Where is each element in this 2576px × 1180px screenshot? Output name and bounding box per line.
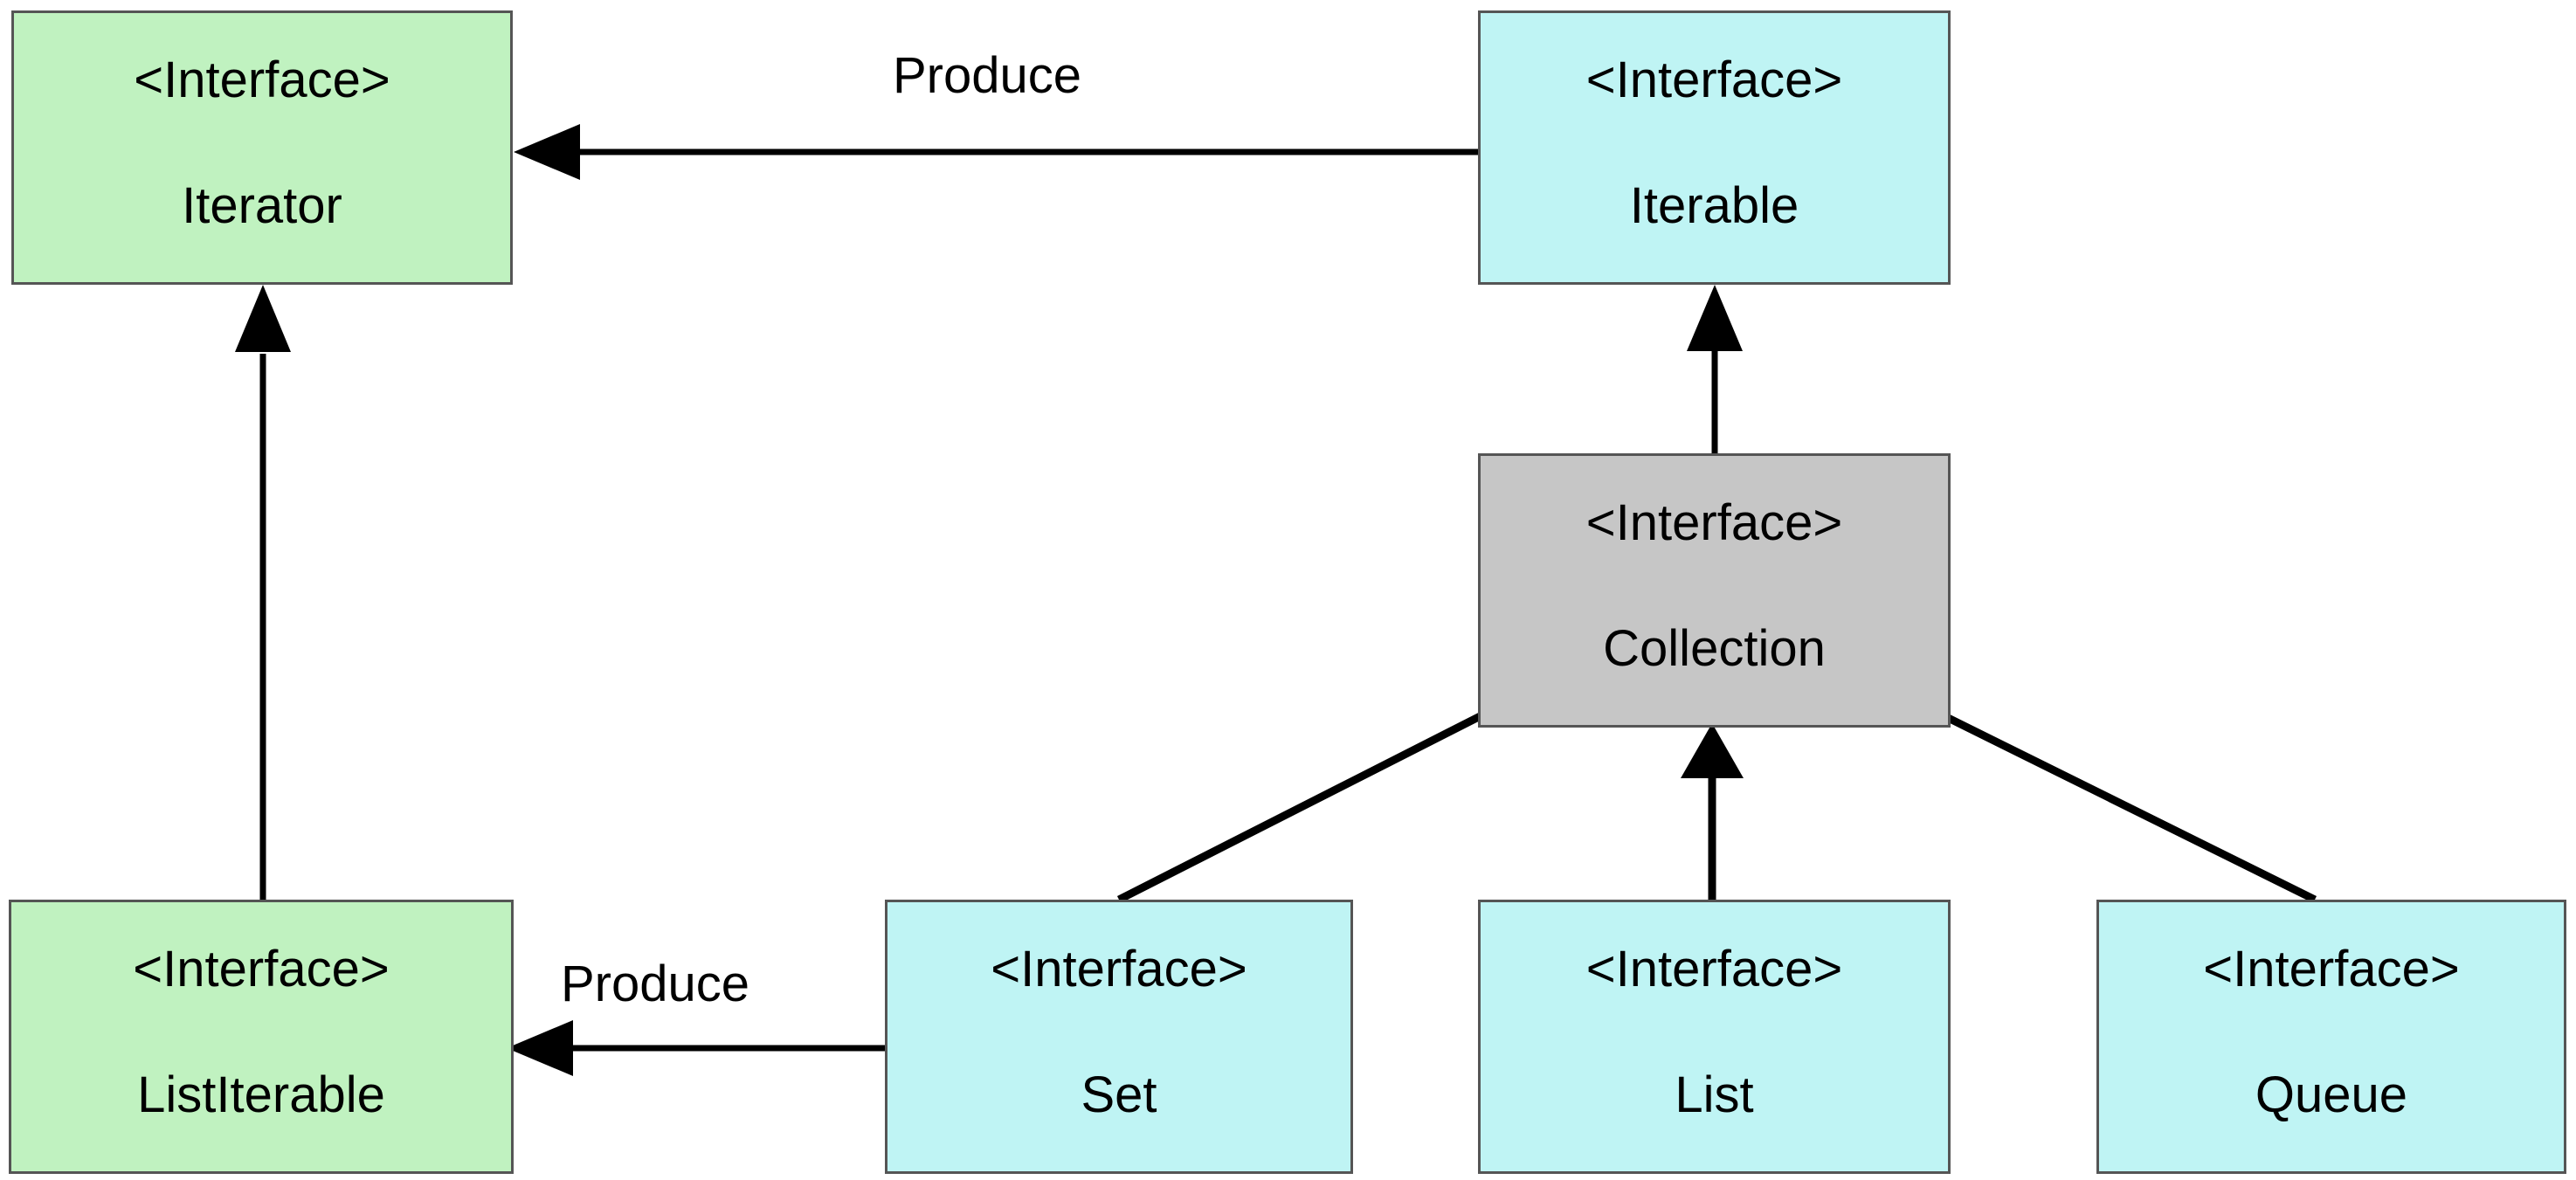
arrowhead-filled	[1687, 285, 1743, 351]
edge-line	[1116, 697, 1512, 904]
arrowhead-filled	[514, 124, 580, 180]
edge-listiterable-implements-iterator	[235, 285, 291, 900]
node-listiterable-name: ListIterable	[137, 1066, 385, 1123]
arrowhead-filled	[1681, 723, 1744, 778]
node-iterable-name: Iterable	[1629, 177, 1799, 234]
node-collection-name: Collection	[1603, 620, 1826, 677]
node-iterable[interactable]: <Interface> Iterable	[1478, 10, 1951, 285]
node-collection[interactable]: <Interface> Collection	[1478, 453, 1951, 728]
edge-collection-implements-iterable	[1687, 285, 1743, 453]
edge-list-implements-collection	[1681, 723, 1744, 900]
node-set[interactable]: <Interface> Set	[885, 900, 1353, 1174]
node-iterator-name: Iterator	[182, 177, 342, 234]
node-iterable-stereotype: <Interface>	[1585, 52, 1843, 108]
node-iterator-stereotype: <Interface>	[134, 52, 390, 108]
edge-set-produces-listiterable	[507, 1020, 885, 1076]
node-collection-stereotype: <Interface>	[1585, 494, 1843, 551]
node-set-stereotype: <Interface>	[991, 941, 1247, 997]
node-listiterable[interactable]: <Interface> ListIterable	[9, 900, 514, 1174]
node-listiterable-stereotype: <Interface>	[133, 941, 390, 997]
node-list[interactable]: <Interface> List	[1478, 900, 1951, 1174]
arrowhead-filled	[507, 1020, 573, 1076]
node-list-stereotype: <Interface>	[1585, 941, 1843, 997]
node-set-name: Set	[1081, 1066, 1157, 1123]
node-queue[interactable]: <Interface> Queue	[2096, 900, 2566, 1174]
arrowhead-filled	[235, 285, 291, 352]
edge-label-produce-top: Produce	[893, 47, 1082, 104]
edge-line	[1916, 699, 2317, 904]
node-queue-stereotype: <Interface>	[2203, 941, 2460, 997]
node-queue-name: Queue	[2255, 1066, 2408, 1123]
edge-label-produce-bottom: Produce	[561, 956, 750, 1012]
edge-iterable-produces-iterator	[514, 124, 1478, 180]
node-list-name: List	[1675, 1066, 1754, 1123]
node-iterator[interactable]: <Interface> Iterator	[11, 10, 513, 285]
